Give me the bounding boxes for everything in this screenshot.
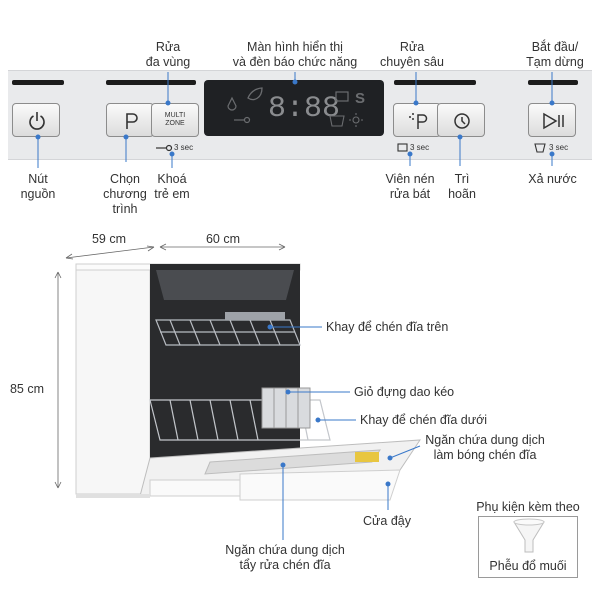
label-detergent: Ngăn chứa dung dịch tẩy rửa chén đĩa (225, 543, 345, 572)
label-program: Chọn chương trình (103, 172, 147, 216)
label-rinse-aid: Ngăn chứa dung dịch làm bóng chén đĩa (425, 433, 545, 462)
label-upper-rack: Khay để chén đĩa trên (326, 320, 449, 334)
power-icon (29, 112, 45, 130)
tablet-hint: 3 sec (410, 143, 430, 152)
wash-icon (329, 115, 345, 127)
leaf-icon (247, 87, 263, 101)
part-leader-lines (267, 324, 421, 540)
intensive-button[interactable] (393, 103, 441, 137)
drain-hint: 3 sec (549, 143, 569, 152)
tablet-display-icon (335, 91, 349, 102)
dimension-depth: 60 cm (205, 232, 241, 246)
label-child-lock: Khoá trẻ em (154, 172, 190, 201)
delay-button[interactable] (437, 103, 485, 137)
display-screen: 8:88 S (204, 80, 384, 136)
label-start-pause: Bắt đầu/ Tạm dừng (526, 40, 584, 69)
indicator-slot (106, 80, 196, 85)
sparkle-program-icon (409, 113, 428, 129)
indicator-slot (12, 80, 64, 85)
display-letter: S (355, 90, 365, 107)
label-tablet: Viên nén rửa bát (385, 172, 435, 201)
accessory-item: Phễu đổ muối (489, 559, 567, 573)
accessory-box (478, 516, 578, 578)
delay-icon (454, 113, 470, 129)
multi-zone-label: MULTI ZONE (164, 112, 186, 127)
label-power: Nút nguồn (20, 172, 56, 201)
indicator-slot (528, 80, 578, 85)
key-display-icon (234, 116, 251, 124)
label-cutlery-basket: Giỏ đựng dao kéo (354, 385, 455, 399)
drop-icon (227, 96, 237, 111)
label-drain: Xả nước (528, 172, 577, 186)
dimension-lines (54, 243, 286, 489)
label-door: Cửa đậy (363, 514, 411, 528)
label-lower-rack: Khay để chén đĩa dưới (360, 413, 488, 427)
program-button[interactable] (106, 103, 154, 137)
sun-icon (349, 113, 363, 127)
accessory-title: Phụ kiện kèm theo (476, 500, 580, 514)
child-lock-hint: 3 sec (174, 143, 194, 152)
label-multizone: Rửa đa vùng (145, 40, 191, 69)
multi-zone-button[interactable] (151, 103, 199, 137)
label-display: Màn hình hiển thị và đèn báo chức năng (232, 40, 358, 69)
indicator-slot (394, 80, 476, 85)
play-pause-icon (543, 112, 564, 130)
dimension-height: 85 cm (9, 382, 45, 396)
display-digits: 8:88 (268, 92, 340, 126)
label-intensive: Rửa chuyên sâu (380, 40, 444, 69)
dimension-width: 59 cm (91, 232, 127, 246)
power-button[interactable] (12, 103, 60, 137)
funnel-icon (513, 518, 545, 553)
label-delay: Trì hoãn (448, 172, 476, 201)
program-icon (126, 113, 138, 129)
